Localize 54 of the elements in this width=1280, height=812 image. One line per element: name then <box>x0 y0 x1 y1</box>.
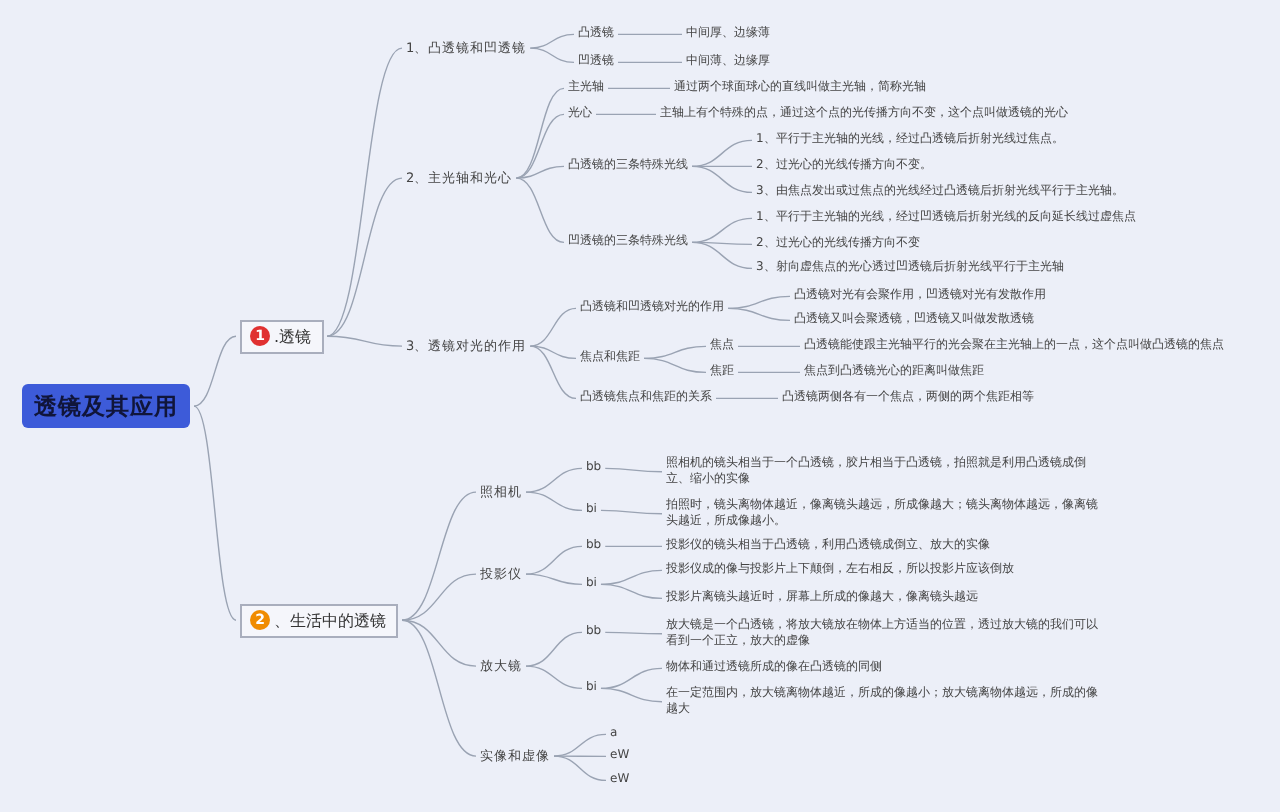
connector-line <box>515 87 565 179</box>
connector-line <box>691 241 753 270</box>
connector-line <box>401 619 477 757</box>
connector-line <box>529 33 575 49</box>
connector-line <box>525 573 583 586</box>
connector-line <box>600 667 663 690</box>
connector-line <box>515 113 565 179</box>
connector-line <box>401 491 477 621</box>
root-box: 透镜及其应用 <box>22 384 190 429</box>
connector-line <box>193 335 237 407</box>
connector-line <box>515 165 565 179</box>
connector-line <box>595 113 657 116</box>
branch-label: .透镜 <box>274 325 312 348</box>
connector-line <box>737 345 801 348</box>
connector-line <box>525 467 583 493</box>
connector-line <box>691 165 753 194</box>
connector-line <box>525 545 583 575</box>
connector-line <box>643 345 707 360</box>
connector-line <box>525 665 583 690</box>
connector-line <box>737 371 801 374</box>
connector-line <box>326 335 403 347</box>
connector-line <box>604 631 663 635</box>
connector-line <box>600 687 663 703</box>
connector-line <box>401 573 477 621</box>
connector-line <box>643 357 707 374</box>
connector-line <box>553 755 607 782</box>
connector-line <box>515 177 565 244</box>
connector-line <box>691 139 753 168</box>
connector-line <box>691 217 753 244</box>
connector-line <box>600 569 663 586</box>
connector-line <box>529 307 577 347</box>
connector-line <box>727 307 791 322</box>
connector-line <box>617 61 683 64</box>
branch-label: 、生活中的透镜 <box>274 609 386 632</box>
connector-line <box>529 345 577 400</box>
connector-line <box>525 631 583 667</box>
connector-line <box>553 755 607 758</box>
connector-line <box>607 87 671 90</box>
connector-line <box>529 345 577 360</box>
connector-line <box>326 47 403 337</box>
connector-line <box>600 509 663 515</box>
connector-line <box>525 491 583 512</box>
connector-line <box>193 405 237 621</box>
connector-line <box>604 467 663 473</box>
connector-line <box>326 177 403 337</box>
connector-line <box>600 583 663 600</box>
branch-box <box>240 319 324 354</box>
connector-line <box>401 619 477 667</box>
connector-line <box>715 397 779 400</box>
connector-line <box>529 47 575 64</box>
connector-line <box>617 33 683 36</box>
connector-line <box>727 295 791 310</box>
connector-line <box>604 545 663 548</box>
branch-box <box>240 603 398 638</box>
